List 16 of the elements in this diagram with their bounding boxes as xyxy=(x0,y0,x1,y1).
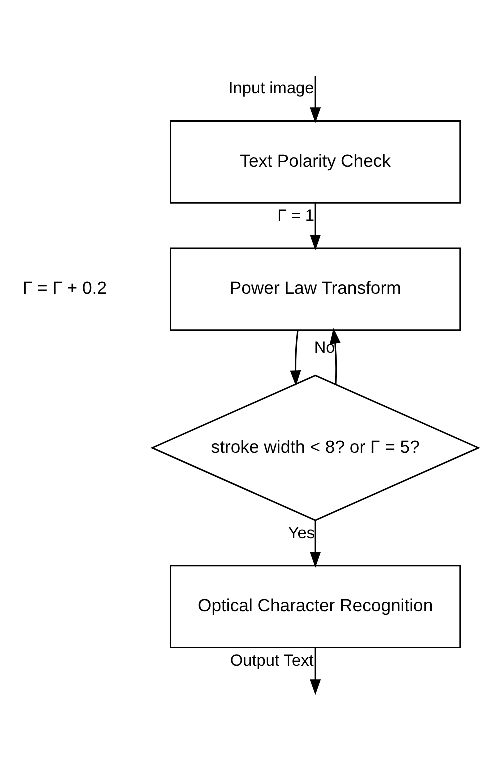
arrow xyxy=(330,328,341,385)
arrow xyxy=(310,203,322,251)
node-box: Text Polarity Check xyxy=(170,120,462,204)
arrow xyxy=(290,330,302,386)
edge-label: Output Text xyxy=(230,652,314,670)
arrow xyxy=(310,648,322,696)
arrow xyxy=(310,76,322,124)
edge-label: Yes xyxy=(288,524,316,542)
label: Γ = Γ + 0.2 xyxy=(22,278,108,298)
edge-label: Γ = 1 xyxy=(278,207,314,226)
node-diamond: stroke width < 8? or Γ = 5? xyxy=(150,374,481,522)
arrow xyxy=(310,520,322,568)
edge-label: Input image xyxy=(228,80,314,98)
edge-label: No xyxy=(314,338,336,357)
node-box: Optical Character Recognition xyxy=(170,565,462,648)
node-box: Power Law Transform xyxy=(170,248,462,332)
